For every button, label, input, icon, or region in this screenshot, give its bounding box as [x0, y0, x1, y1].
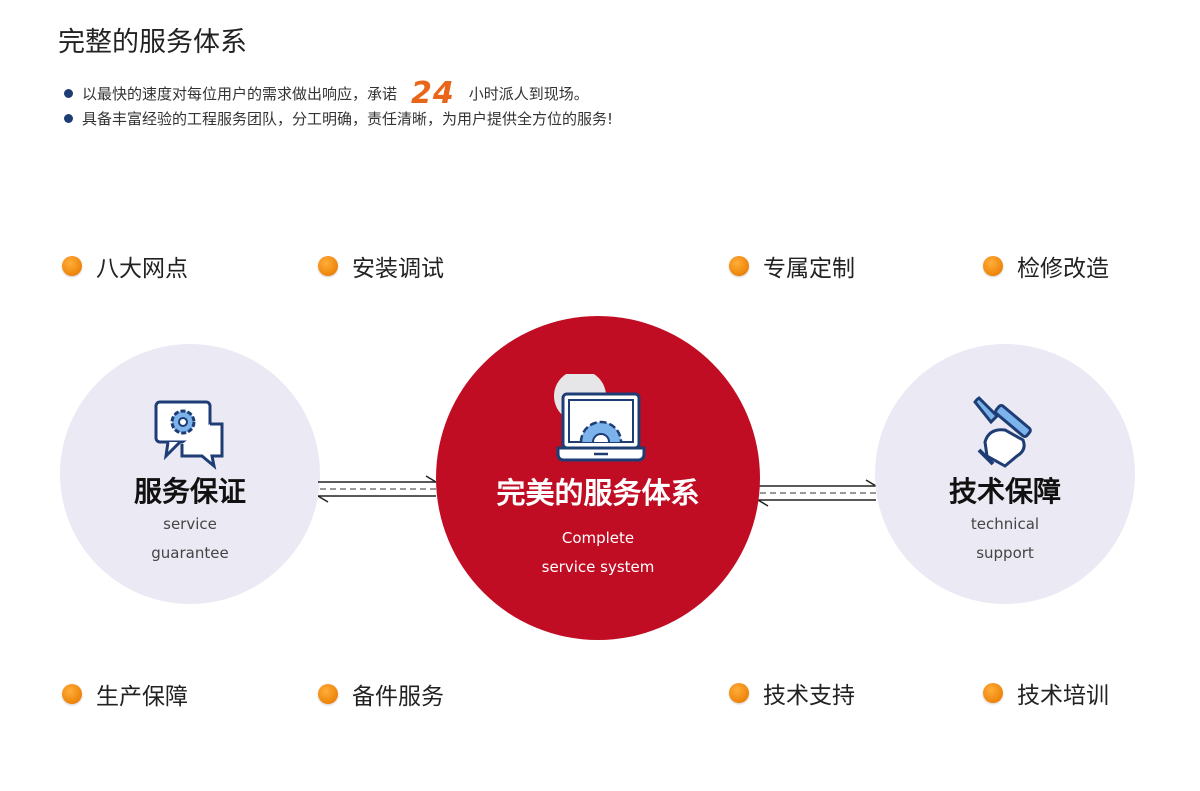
bullet-team: 具备丰富经验的工程服务团队，分工明确，责任清晰，为用户提供全方位的服务!	[64, 108, 613, 129]
bullet-text: 具备丰富经验的工程服务团队，分工明确，责任清晰，为用户提供全方位的服务!	[82, 110, 614, 128]
feature-label: 备件服务	[352, 684, 444, 710]
complete-service-circle: 完美的服务体系 Complete service system	[436, 316, 760, 640]
bullet-dot-icon	[64, 114, 73, 123]
feature-item: 生产保障	[62, 677, 188, 711]
bullet-response: 以最快的速度对每位用户的需求做出响应，承诺 24 小时派人到现场。	[64, 76, 589, 111]
circle-subtitle: guarantee	[151, 544, 229, 562]
circle-subtitle: service	[163, 515, 217, 533]
orange-dot-icon	[983, 683, 1003, 703]
feature-item: 备件服务	[318, 677, 444, 711]
technical-support-circle: 技术保障 technical support	[875, 344, 1135, 604]
feature-item: 技术支持	[729, 676, 855, 710]
center-title: 完美的服务体系	[496, 476, 700, 510]
wrench-hand-icon	[973, 396, 1032, 468]
feature-label: 技术支持	[763, 683, 855, 709]
bidirectional-arrow-right	[758, 479, 877, 507]
circle-subtitle: support	[976, 544, 1034, 562]
bidirectional-arrow-left	[318, 475, 437, 503]
feature-item: 安装调试	[318, 249, 444, 283]
orange-dot-icon	[62, 256, 82, 276]
feature-label: 生产保障	[96, 684, 188, 710]
feature-item: 技术培训	[983, 676, 1109, 710]
feature-item: 检修改造	[983, 249, 1109, 283]
circle-title: 服务保证	[133, 475, 246, 508]
circle-subtitle: technical	[970, 515, 1040, 533]
bullet-dot-icon	[64, 89, 73, 98]
feature-item: 八大网点	[62, 249, 188, 283]
circle-title: 技术保障	[948, 475, 1061, 508]
service-guarantee-circle: 服务保证 service guarantee	[60, 344, 320, 604]
page-title: 完整的服务体系	[58, 27, 247, 58]
chat-gear-icon	[154, 400, 224, 470]
feature-label: 技术培训	[1017, 683, 1109, 709]
feature-label: 安装调试	[352, 256, 444, 282]
orange-dot-icon	[318, 256, 338, 276]
center-subtitle: Complete	[561, 529, 635, 547]
center-subtitle: service system	[541, 558, 655, 576]
bullet-text: 以最快的速度对每位用户的需求做出响应，承诺	[82, 85, 398, 103]
orange-dot-icon	[983, 256, 1003, 276]
orange-dot-icon	[62, 684, 82, 704]
highlight-24: 24	[411, 76, 455, 111]
feature-label: 检修改造	[1017, 256, 1109, 282]
feature-item: 专属定制	[729, 249, 855, 283]
orange-dot-icon	[318, 684, 338, 704]
orange-dot-icon	[729, 683, 749, 703]
orange-dot-icon	[729, 256, 749, 276]
bullet-text: 小时派人到现场。	[468, 85, 589, 103]
feature-label: 八大网点	[96, 256, 188, 282]
feature-label: 专属定制	[763, 256, 855, 282]
laptop-gear-icon	[554, 374, 646, 462]
